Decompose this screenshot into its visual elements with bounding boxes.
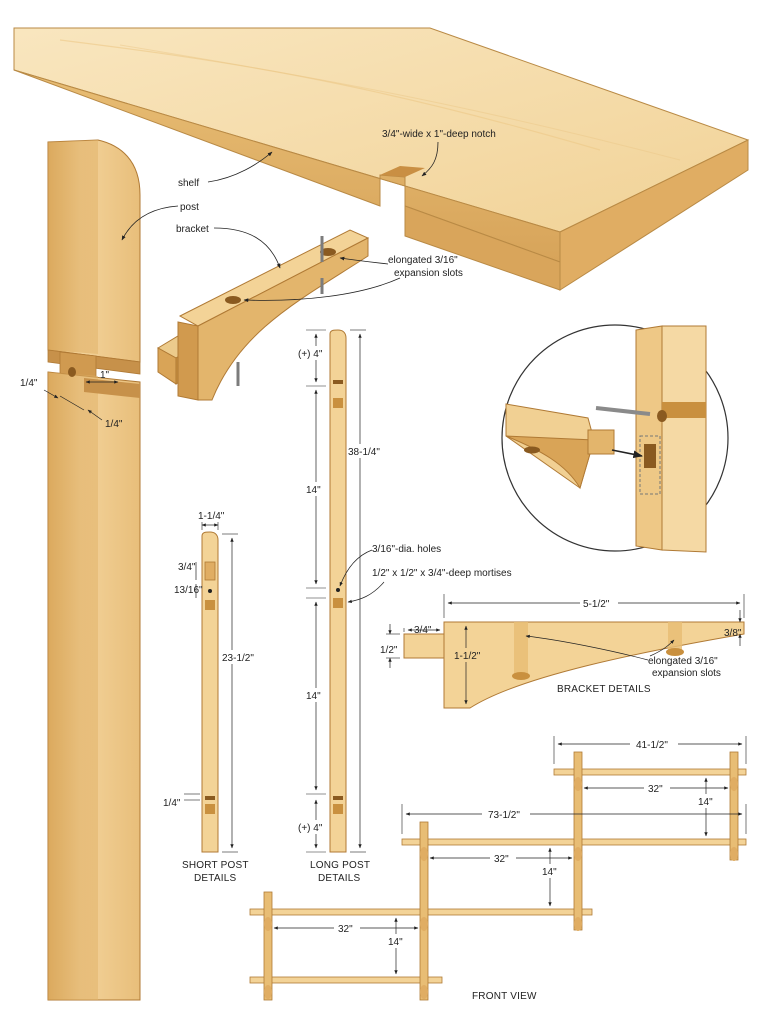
long-post-lower: 14" [306, 691, 321, 702]
long-post-detail: (+) 4" 14" 14" (+) 4" 38-1/4" 3/16"-dia.… [298, 329, 512, 884]
long-post-bottom: (+) 4" [298, 823, 323, 834]
joint-detail-inset [501, 324, 729, 553]
bracket-end-height: 3/8" [724, 628, 742, 639]
short-post-top: 3/4" [178, 562, 196, 573]
short-post-height: 23-1/2" [222, 653, 254, 664]
slots-label-line2: expansion slots [394, 268, 463, 279]
bracket-slots-line1: elongated 3/16" [648, 656, 718, 667]
short-post-hole: 13/16" [174, 585, 203, 596]
front-view: 41-1/2" 73-1/2" 32" 14" 32" 14" 32" 14" … [249, 736, 747, 1002]
holes-label: 3/16"-dia. holes [372, 544, 441, 555]
bracket-height: 1-1/2" [454, 651, 481, 662]
short-post-title-line1: SHORT POST [182, 860, 249, 871]
mortises-label: 1/2" x 1/2" x 3/4"-deep mortises [372, 568, 512, 579]
front-gap-low: 14" [388, 937, 403, 948]
bracket-length: 5-1/2" [583, 599, 610, 610]
front-top-width: 41-1/2" [636, 740, 668, 751]
bracket-tenon-length: 3/4" [414, 625, 432, 636]
post-joint-dim-left: 1/4" [20, 378, 38, 389]
post-joint-dimensions: 1/4" 1" 1/4" [20, 370, 123, 430]
post-joint-dim-depth: 1" [100, 370, 110, 381]
bracket-label: bracket [176, 224, 209, 235]
short-post-bottom: 1/4" [163, 798, 181, 809]
notch-label: 3/4"-wide x 1"-deep notch [382, 129, 496, 140]
short-post-detail: 1-1/4" 3/4" 13/16" 23-1/2" 1/4" SHORT PO… [163, 511, 255, 884]
bracket-detail: 5-1/2" 3/4" 1/2" 1-1/2" 3/8" elongated 3… [380, 594, 745, 709]
callout-labels: shelf post bracket 3/4"-wide x 1"-deep n… [121, 129, 496, 303]
front-span-low: 32" [338, 924, 353, 935]
long-post-upper: 14" [306, 485, 321, 496]
front-gap-top: 14" [698, 797, 713, 808]
short-post-width: 1-1/4" [198, 511, 225, 522]
slots-label-line1: elongated 3/16" [388, 255, 458, 266]
front-span-top: 32" [648, 784, 663, 795]
front-view-title: FRONT VIEW [472, 991, 537, 1002]
front-gap-mid: 14" [542, 867, 557, 878]
front-mid-width: 73-1/2" [488, 810, 520, 821]
front-span-mid: 32" [494, 854, 509, 865]
short-post-title-line2: DETAILS [194, 873, 236, 884]
post-joint-dim-right: 1/4" [105, 419, 123, 430]
bracket-slots-line2: expansion slots [652, 668, 721, 679]
bracket-tenon-height: 1/2" [380, 645, 398, 656]
long-post-title-line2: DETAILS [318, 873, 360, 884]
shelf-illustration [13, 27, 750, 291]
long-post-title-line1: LONG POST [310, 860, 370, 871]
shelf-label: shelf [178, 178, 199, 189]
bracket-details-title: BRACKET DETAILS [557, 684, 651, 695]
post-illustration [47, 139, 141, 1001]
post-label: post [180, 202, 199, 213]
long-post-top: (+) 4" [298, 349, 323, 360]
long-post-height: 38-1/4" [348, 447, 380, 458]
bracket-illustration [157, 229, 370, 401]
